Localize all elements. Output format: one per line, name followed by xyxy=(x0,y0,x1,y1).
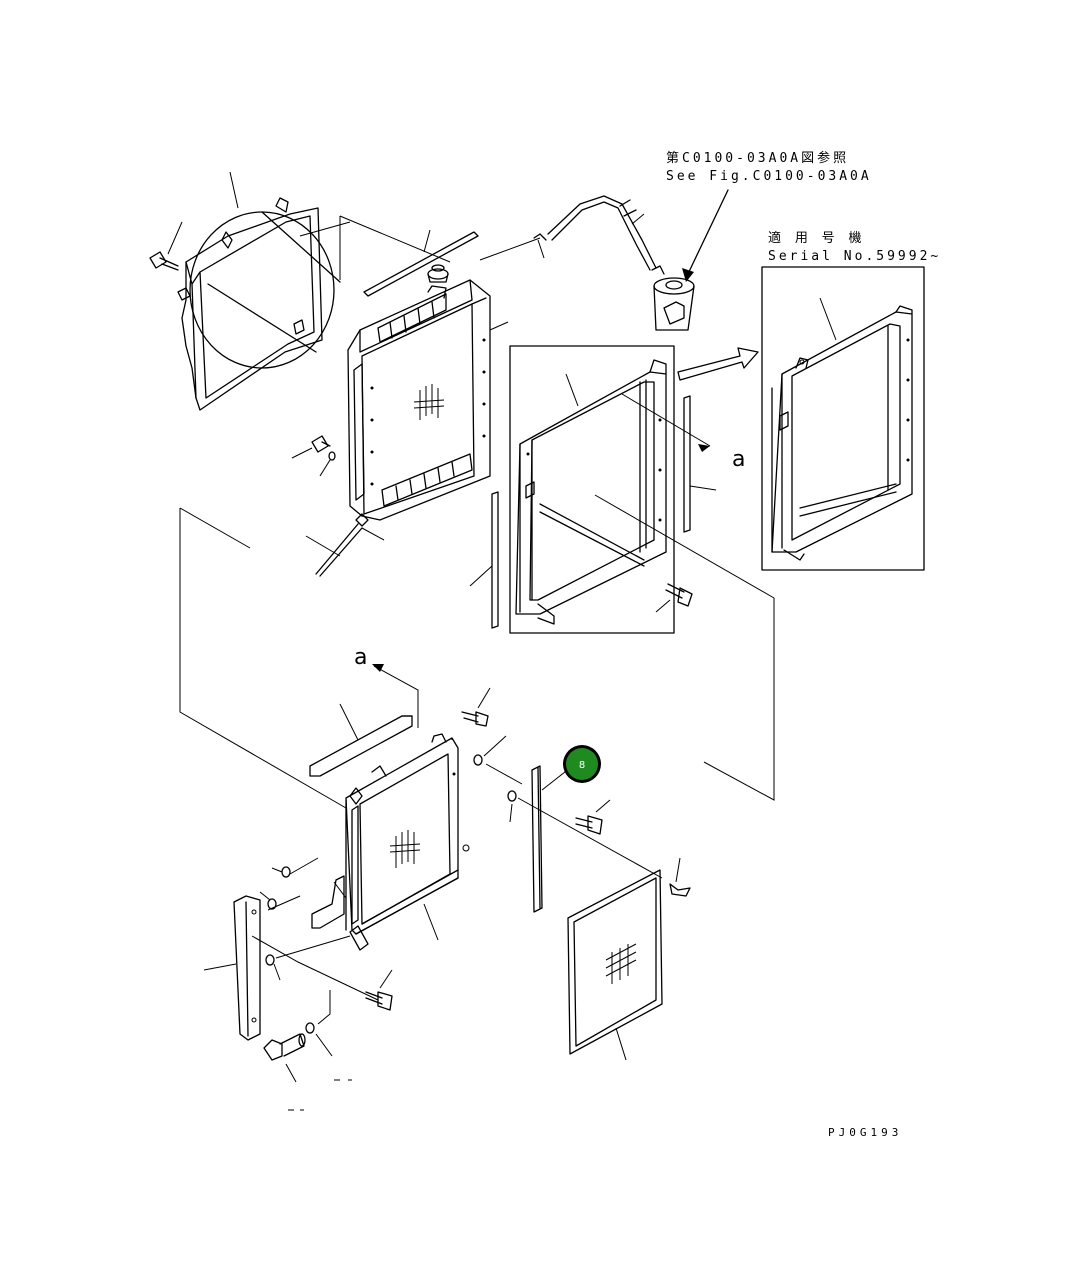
lower-washer-top xyxy=(473,754,483,766)
view-mark-a-upper: a xyxy=(732,447,745,472)
frame-seal-right xyxy=(683,395,691,533)
lower-o-ring xyxy=(305,1022,315,1034)
reference-note-jp: 第C0100-03A0A図参照 xyxy=(666,150,849,166)
frame-assembly-box xyxy=(509,345,675,634)
overflow-hose xyxy=(479,195,665,275)
shroud-bolt xyxy=(149,251,179,271)
seal-strip xyxy=(363,231,479,297)
callout-badge[interactable]: 8 xyxy=(563,745,601,783)
view-mark-a-lower: a xyxy=(354,645,367,670)
bracket-washer xyxy=(507,790,517,802)
reserve-tank xyxy=(653,277,695,331)
lower-drain-valve xyxy=(263,1033,306,1061)
bracket-bolt xyxy=(575,815,603,835)
serial-note: 適 用 号 機 Serial No.59992~ xyxy=(768,230,941,264)
frame-seal-left xyxy=(491,491,499,629)
lower-bolt-bottom xyxy=(365,991,393,1011)
serial-frame-box xyxy=(761,266,925,571)
upper-radiator-core xyxy=(347,279,491,521)
fan-shroud xyxy=(177,197,341,411)
radiator-cap xyxy=(427,264,449,283)
frame-bolt xyxy=(665,583,693,607)
side-bracket-right xyxy=(531,765,543,913)
lower-radiator-core xyxy=(345,733,470,951)
drain-cock xyxy=(315,513,369,577)
reference-note: 第C0100-03A0A図参照 See Fig.C0100-03A0A xyxy=(666,150,872,184)
reference-note-en: See Fig.C0100-03A0A xyxy=(666,169,872,184)
drawing-code: PJ0G193 xyxy=(828,1126,902,1139)
foam-block-upper xyxy=(309,715,413,777)
lower-bolt-top xyxy=(461,711,489,727)
wing-bolt xyxy=(669,883,691,897)
upper-drain-plug xyxy=(311,435,336,461)
foam-block-lower xyxy=(311,875,345,929)
serial-note-jp: 適 用 号 機 xyxy=(768,230,864,246)
serial-note-en: Serial No.59992~ xyxy=(768,249,941,264)
side-bracket-left xyxy=(233,895,261,1041)
screen-grill xyxy=(567,869,663,1055)
callout-badge-number: 8 xyxy=(579,760,585,771)
